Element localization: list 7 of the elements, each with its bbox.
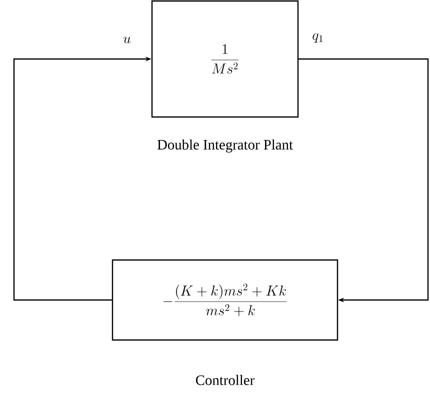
signal-label: $u$: [123, 36, 131, 44]
signal-label: $q_1$: [312, 33, 323, 42]
transfer-function-box: $\frac{1}{Ms^2}$: [151, 0, 299, 118]
block-caption: Double Integrator Plant: [157, 139, 293, 153]
transfer-function-box: $-\frac{(K+k)ms^2+Kk}{ms^2+k}$: [112, 259, 338, 341]
arrow: [298, 58, 429, 302]
block-caption: Controller: [196, 374, 254, 386]
